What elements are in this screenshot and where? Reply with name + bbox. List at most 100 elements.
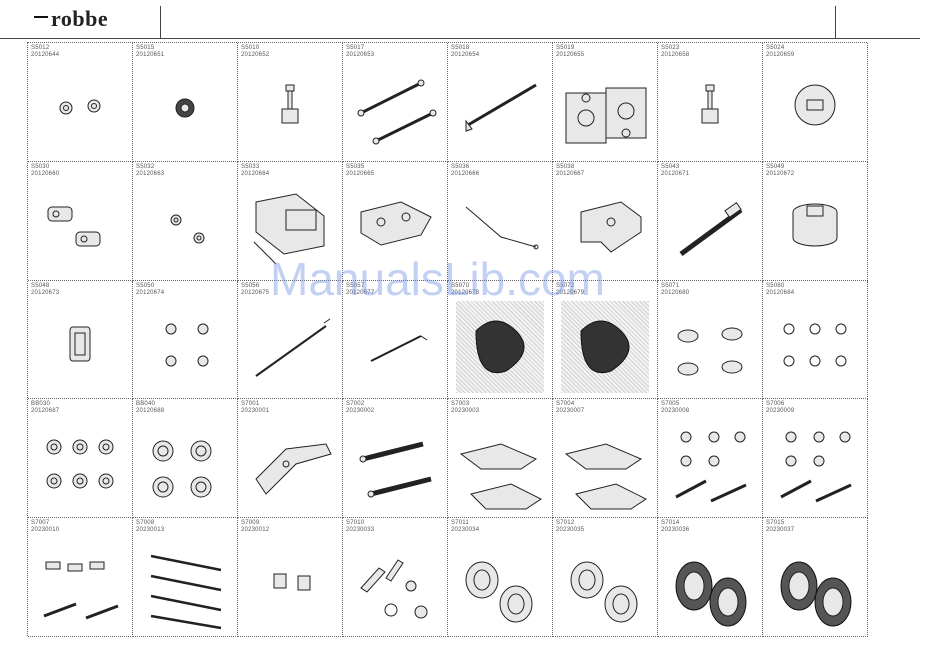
part-id: S5056 — [241, 282, 260, 289]
part-number: 20230033 — [346, 527, 375, 534]
header-rule — [0, 38, 920, 39]
part-number: 20120655 — [556, 52, 585, 58]
caps-icon — [666, 301, 754, 393]
part-number: 20230003 — [451, 408, 480, 415]
ballends-icon — [771, 419, 859, 511]
rod-icon — [456, 63, 544, 155]
part-id: S7007 — [31, 520, 50, 527]
cups-icon — [36, 182, 124, 274]
part-number: 20120666 — [451, 170, 480, 177]
part-number: 20120654 — [451, 52, 480, 58]
page-header: robbe — [0, 0, 950, 40]
part-id: S7002 — [346, 401, 365, 408]
part-number: 20230009 — [766, 408, 795, 415]
part-number: 20120663 — [136, 170, 165, 177]
longrod-icon — [246, 301, 334, 393]
part-id: S5015 — [136, 45, 155, 51]
arms-icon — [456, 419, 544, 511]
washers-icon — [141, 182, 229, 274]
part-number: 20120672 — [766, 170, 795, 177]
part-id: BB040 — [136, 401, 156, 408]
ballends-icon — [666, 419, 754, 511]
part-number: 20120671 — [661, 170, 690, 177]
part-number: 20230013 — [136, 527, 165, 534]
part-id: S5080 — [766, 282, 785, 289]
part-id: S5030 — [31, 163, 50, 170]
rims-icon — [561, 538, 649, 630]
part-number: 20120652 — [241, 52, 270, 58]
brand-name: robbe — [51, 6, 109, 31]
logo-mark-icon — [34, 15, 48, 18]
part-id: S5024 — [766, 45, 785, 51]
smallparts-icon — [351, 538, 439, 630]
part-id: S7009 — [241, 520, 260, 527]
part-id: S5071 — [661, 282, 680, 289]
nuts-icon — [36, 63, 124, 155]
part-id: S7004 — [556, 401, 575, 408]
wire-icon — [456, 182, 544, 274]
part-id: S7005 — [661, 401, 680, 408]
chassis-icon — [246, 182, 334, 274]
header-divider — [160, 6, 161, 38]
gearbox-icon — [561, 63, 649, 155]
part-id: S7008 — [136, 520, 155, 527]
part-id: S5035 — [346, 163, 365, 170]
part-number: 20230007 — [556, 408, 585, 415]
part-id: S5048 — [31, 282, 50, 289]
part-id: S5010 — [241, 45, 260, 51]
part-id: S5012 — [31, 45, 50, 51]
part-number: 20120673 — [31, 289, 60, 296]
part-number: 20120659 — [766, 52, 795, 58]
part-id: S7011 — [451, 520, 469, 527]
part-number: 20230002 — [346, 408, 375, 415]
part-number: 20120651 — [136, 52, 165, 58]
chassis2-icon — [246, 419, 334, 511]
part-number: 20120679 — [556, 289, 585, 296]
part-number: 20230037 — [766, 527, 795, 534]
part-id: S7012 — [556, 520, 575, 527]
part-id: S5038 — [556, 163, 575, 170]
part-id: BB030 — [31, 401, 51, 408]
part-number: 20120687 — [31, 408, 60, 415]
part-number: 20120653 — [346, 52, 375, 58]
photo-icon — [561, 300, 649, 393]
